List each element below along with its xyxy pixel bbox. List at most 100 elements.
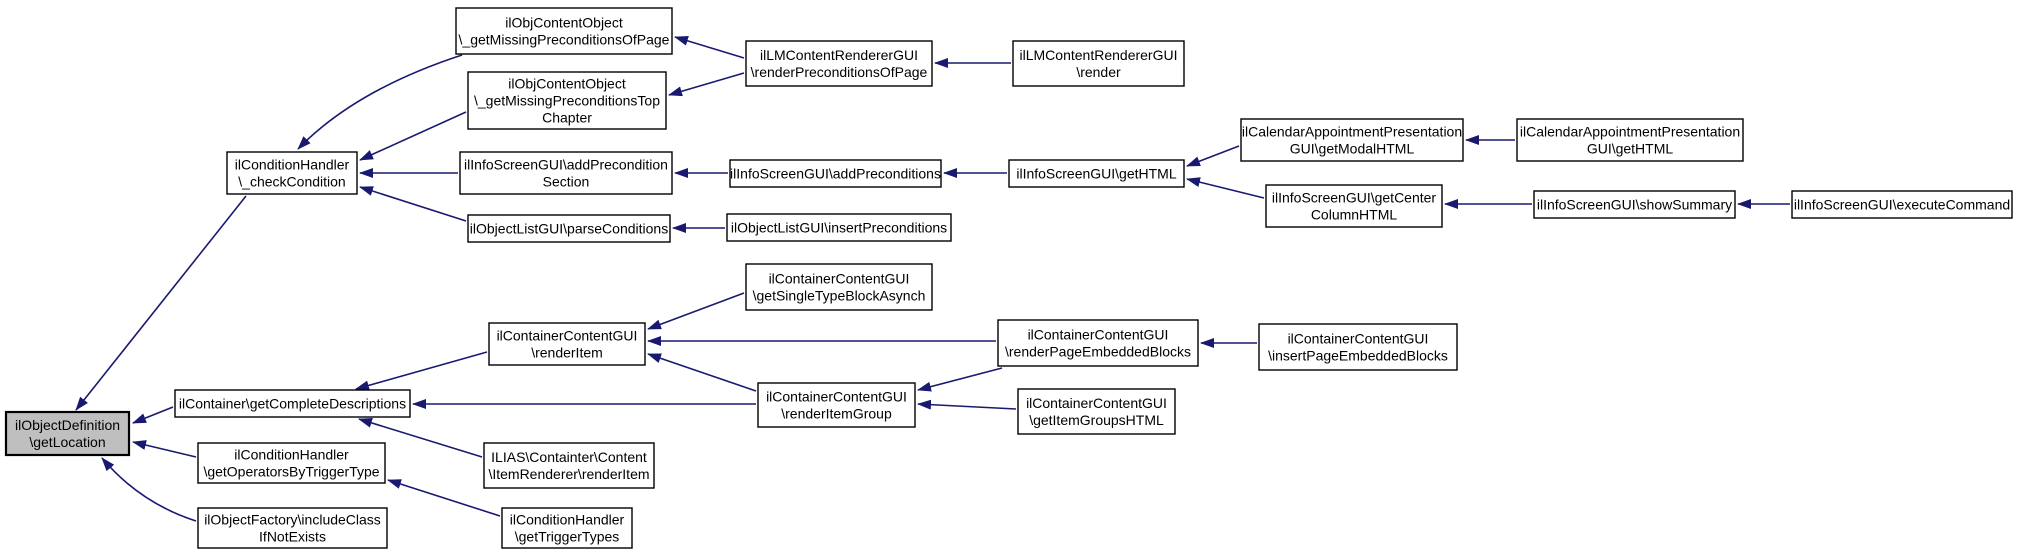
node-render-item-group[interactable]: ilContainerContentGUI\renderItemGroup [757,382,916,428]
node-box[interactable] [726,213,952,242]
node-box[interactable] [488,322,646,366]
root-node-box[interactable] [4,410,131,457]
node-label-line: \renderItemGroup [781,406,892,422]
node-label-line: ilObjectListGUI\insertPreconditions [731,220,947,236]
node-label-line: ilCalendarAppointmentPresentation [1242,124,1462,140]
node-get-location[interactable]: ilObjectDefinition\getLocation [4,410,131,457]
node-box[interactable] [1533,190,1736,219]
node-get-missing-preconditions-top-chapter[interactable]: ilObjContentObject\_getMissingPreconditi… [467,71,667,130]
node-box[interactable] [757,382,916,428]
node-label-line: ILIAS\Containter\Content [491,449,647,465]
node-label-line: ilInfoScreenGUI\executeCommand [1794,197,2010,213]
edge-get-complete-descriptions-to-get-location [132,406,174,424]
node-label-line: \getOperatorsByTriggerType [203,464,379,480]
node-box[interactable] [459,151,673,195]
node-box[interactable] [997,319,1199,367]
node-box[interactable] [1008,159,1185,188]
node-box[interactable] [197,507,388,549]
edge-parse-conditions-to-check-condition [359,186,467,222]
node-get-modal-html[interactable]: ilCalendarAppointmentPresentationGUI\get… [1240,118,1464,162]
node-box[interactable] [483,442,655,489]
node-label-line: \renderItem [531,345,603,361]
node-box[interactable] [729,159,942,188]
node-label-line: ilInfoScreenGUI\getCenter [1272,190,1437,206]
node-label-line: Section [543,174,590,190]
node-box[interactable] [174,389,411,418]
edge-render-preconditions-of-page-to-get-missing-preconditions-of-page [674,36,745,59]
node-label-line: IfNotExists [259,529,326,545]
node-label-line: GUI\getHTML [1587,141,1674,157]
node-label-line: ilObjContentObject [505,15,623,31]
node-check-condition[interactable]: ilConditionHandler\_checkCondition [226,151,358,195]
node-label-line: ilObjectListGUI\parseConditions [470,221,668,237]
node-label-line: ilContainerContentGUI [1028,327,1169,343]
node-box[interactable] [501,507,633,549]
node-label-line: \getTriggerTypes [515,529,620,545]
edge-get-operators-by-trigger-type-to-get-location [132,440,197,458]
node-label-line: ilContainerContentGUI [1288,331,1429,347]
node-label-line: ilLMContentRendererGUI [760,47,918,63]
node-get-item-groups-html[interactable]: ilContainerContentGUI\getItemGroupsHTML [1017,388,1176,435]
edge-render-item-group-to-render-item [647,353,757,392]
node-box[interactable] [226,151,358,195]
node-label-line: ilConditionHandler [235,157,350,173]
node-label-line: ilContainerContentGUI [766,389,907,405]
node-render-item[interactable]: ilContainerContentGUI\renderItem [488,322,646,366]
node-box[interactable] [1791,190,2013,219]
edge-render-item-to-get-complete-descriptions [355,351,488,391]
node-add-preconditions[interactable]: ilInfoScreenGUI\addPreconditions [729,159,942,188]
node-label-line: Chapter [542,110,592,126]
node-label-line: \_getMissingPreconditionsTop [474,93,660,109]
edge-get-center-column-html-to-infoscreen-get-html [1186,177,1265,199]
node-label-line: \renderPreconditionsOfPage [751,64,928,80]
node-insert-preconditions[interactable]: ilObjectListGUI\insertPreconditions [726,213,952,242]
edge-get-modal-html-to-infoscreen-get-html [1186,145,1240,167]
node-box[interactable] [467,214,671,243]
node-get-single-type-block-asynch[interactable]: ilContainerContentGUI\getSingleTypeBlock… [745,263,933,311]
node-box[interactable] [745,40,933,87]
edge-get-item-groups-html-to-render-item-group [917,399,1017,410]
node-get-trigger-types[interactable]: ilConditionHandler\getTriggerTypes [501,507,633,549]
node-get-operators-by-trigger-type[interactable]: ilConditionHandler\getOperatorsByTrigger… [197,442,386,484]
node-get-missing-preconditions-of-page[interactable]: ilObjContentObject\_getMissingPreconditi… [455,7,673,55]
node-insert-page-embedded-blocks[interactable]: ilContainerContentGUI\insertPageEmbedded… [1258,323,1458,371]
node-label-line: \insertPageEmbeddedBlocks [1268,348,1448,364]
node-parse-conditions[interactable]: ilObjectListGUI\parseConditions [467,214,671,243]
node-label-line: ilObjectDefinition [15,417,120,433]
node-label-line: ilInfoScreenGUI\addPreconditions [730,166,941,182]
node-box[interactable] [1240,118,1464,162]
node-box[interactable] [197,442,386,484]
node-box[interactable] [1265,184,1443,228]
node-label-line: GUI\getModalHTML [1290,141,1415,157]
edge-render-preconditions-of-page-to-get-missing-preconditions-top-chapter [668,72,745,97]
node-calendar-get-html[interactable]: ilCalendarAppointmentPresentationGUI\get… [1516,118,1744,162]
node-item-renderer-render-item[interactable]: ILIAS\Containter\Content\ItemRenderer\re… [483,442,655,489]
node-execute-command[interactable]: ilInfoScreenGUI\executeCommand [1791,190,2013,219]
node-box[interactable] [1012,40,1185,87]
node-label-line: ilLMContentRendererGUI [1020,47,1178,63]
node-show-summary[interactable]: ilInfoScreenGUI\showSummary [1533,190,1736,219]
node-label-line: ilObjectFactory\includeClass [204,512,381,528]
node-lm-render[interactable]: ilLMContentRendererGUI\render [1012,40,1185,87]
edge-get-single-type-block-asynch-to-render-item [647,292,745,330]
node-box[interactable] [745,263,933,311]
node-box[interactable] [1258,323,1458,371]
node-get-complete-descriptions[interactable]: ilContainer\getCompleteDescriptions [174,389,411,418]
node-box[interactable] [1516,118,1744,162]
node-box[interactable] [467,71,667,130]
node-infoscreen-get-html[interactable]: ilInfoScreenGUI\getHTML [1008,159,1185,188]
node-label-line: ColumnHTML [1311,207,1398,223]
node-box[interactable] [455,7,673,55]
node-render-preconditions-of-page[interactable]: ilLMContentRendererGUI\renderPreconditio… [745,40,933,87]
node-label-line: ilContainerContentGUI [769,271,910,287]
node-label-line: \getItemGroupsHTML [1029,412,1164,428]
node-label-line: ilInfoScreenGUI\getHTML [1016,166,1176,182]
node-render-page-embedded-blocks[interactable]: ilContainerContentGUI\renderPageEmbedded… [997,319,1199,367]
node-box[interactable] [1017,388,1176,435]
node-label-line: ilConditionHandler [234,447,349,463]
